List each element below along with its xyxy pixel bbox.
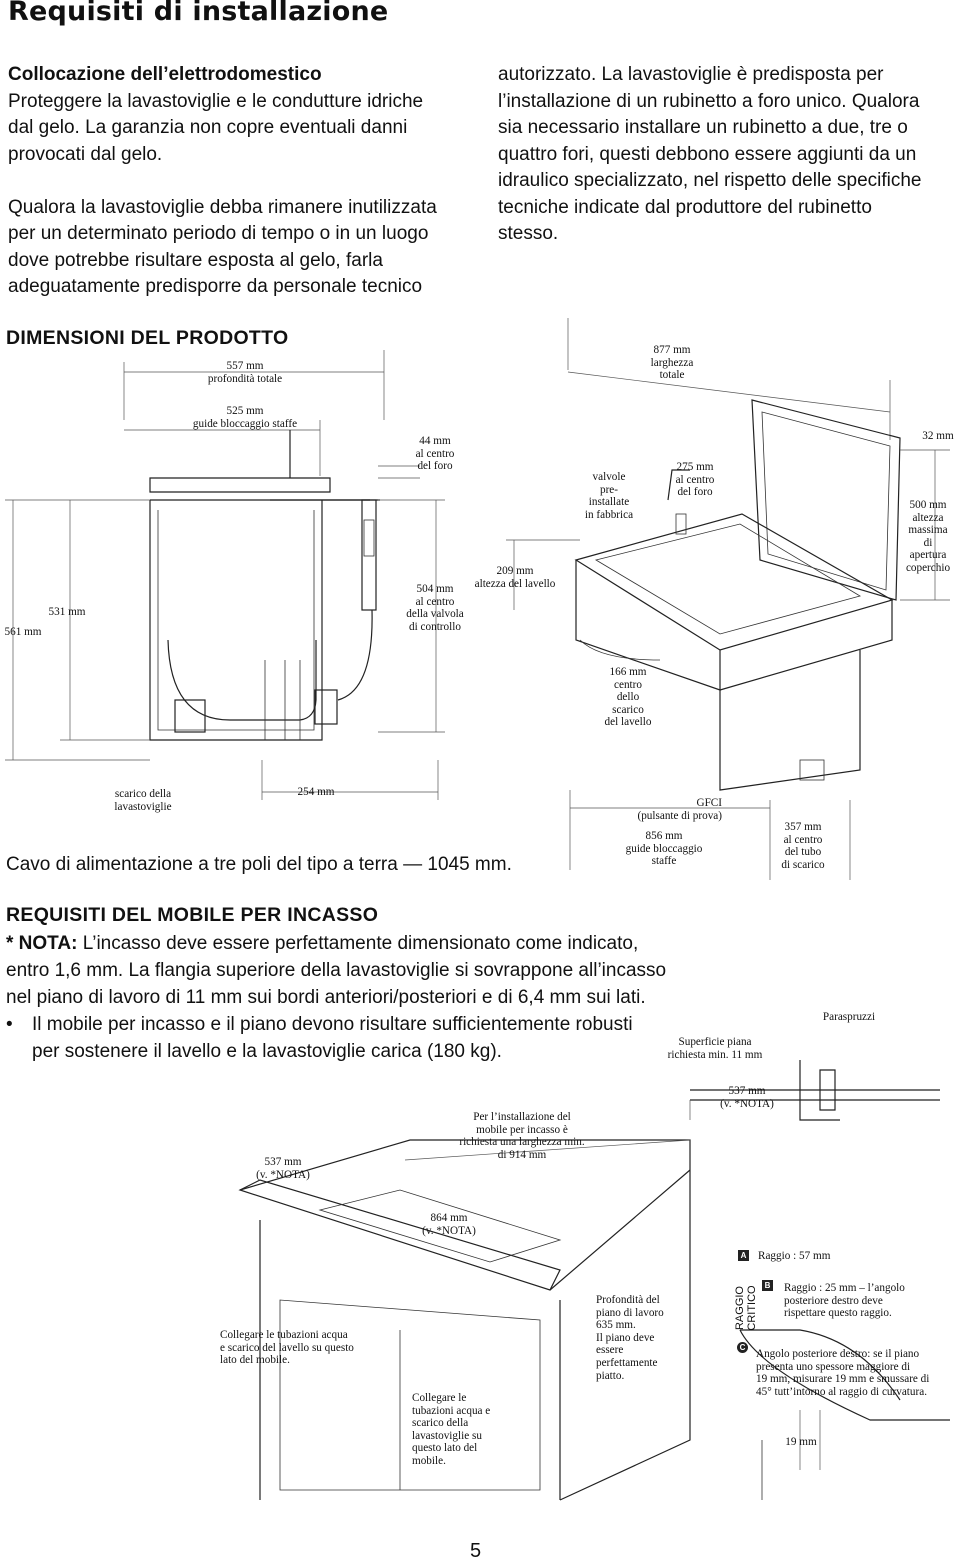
note-line-2: entro 1,6 mm. La flangia superiore della… (6, 960, 667, 981)
side-view-drawing (5, 350, 445, 800)
placement-left-line: provocati dal gelo. (8, 143, 163, 165)
marker-b: B (762, 1280, 773, 1291)
discharge-label: scarico della lavastoviglie (114, 788, 172, 813)
placement-right-line: sia necessario installare un rubinetto a… (498, 117, 908, 138)
pipe-357-label: 357 mm al centro del tubo di scarico (781, 821, 825, 871)
sink-height-209-label: 209 mm altezza del lavello (474, 565, 556, 590)
radius-57-label: Raggio : 57 mm (758, 1250, 831, 1262)
placement-right-line: autorizzato. La lavastoviglie è predispo… (498, 64, 884, 85)
placement-heading: Collocazione dell’elettrodomestico (8, 64, 322, 85)
valve-504-label: 504 mm al centro della valvola di contro… (406, 583, 464, 633)
placement-right-line: quattro fori, questi debbono essere aggi… (498, 143, 917, 165)
sink-pipes-label: Collegare le tubazioni acqua e scarico d… (220, 1329, 354, 1367)
gfci-label: GFCI (pulsante di prova) (637, 797, 722, 822)
placement-left-line: dove potrebbe risultare esposta al gelo,… (8, 249, 383, 271)
hole-275-label: 275 mm al centro del foro (675, 461, 715, 499)
placement-left-line: per un determinato periodo di tempo o in… (8, 223, 429, 244)
width-537-left-label: 537 mm (v. *NOTA) (256, 1156, 310, 1181)
placement-right-line: idraulico specializzato, nel rispetto de… (498, 170, 922, 191)
width-537-right-label: 537 mm (v. *NOTA) (720, 1085, 774, 1110)
width-32-label: 32 mm (922, 430, 954, 442)
cabinet-drawing (238, 1060, 950, 1501)
critical-radius-label: RAGGIO CRITICO (734, 1285, 758, 1331)
cabinet-heading: REQUISITI DEL MOBILE PER INCASSO (6, 904, 379, 926)
cabinet-note: * NOTA: L’incasso deve essere perfettame… (6, 930, 706, 1011)
placement-right-line: l’installazione di un rubinetto a foro u… (498, 90, 920, 112)
marker-c: C (737, 1342, 748, 1353)
placement-left-line: Qualora la lavastoviglie debba rimanere … (8, 196, 437, 218)
cable-note: Cavo di alimentazione a tre poli del tip… (6, 854, 512, 875)
placement-left-column: Collocazione dell’elettrodomestico Prote… (8, 62, 478, 301)
placement-right-text: autorizzato. La lavastoviglie è predispo… (498, 62, 958, 248)
note-line-3: nel piano di lavoro di 11 mm sui bordi a… (6, 987, 646, 1008)
guides-856-label: 856 mm guide bloccaggio staffe (625, 830, 703, 868)
rear-corner-label: Angolo posteriore destro: se il piano pr… (756, 1348, 930, 1398)
note-line-1: L’incasso deve essere perfettamente dime… (77, 933, 639, 954)
placement-right-line: tecniche indicate dal produttore del rub… (498, 196, 872, 218)
placement-right-column: autorizzato. La lavastoviglie è predispo… (498, 62, 958, 248)
width-877-label: 877 mm larghezza totale (650, 344, 694, 382)
width-864-label: 864 mm (v. *NOTA) (422, 1212, 476, 1237)
placement-left-line: adeguatamente predisporre da personale t… (8, 276, 423, 297)
hole-44-label: 44 mm al centro del foro (415, 435, 455, 473)
lid-500-label: 500 mm altezza massima di apertura coper… (905, 499, 951, 574)
height-531-label: 531 mm (48, 606, 86, 618)
depth-557-label: 557 mm profondità totale (207, 360, 283, 385)
height-561-label: 561 mm (4, 626, 42, 638)
splash-label: Paraspruzzi (822, 1011, 876, 1023)
depth-635-label: Profondità del piano di lavoro 635 mm. I… (596, 1294, 664, 1382)
bullet-line-2: per sostenere il lavello e la lavastovig… (32, 1041, 502, 1062)
width-914-label: Per l’installazione del mobile per incas… (459, 1111, 585, 1161)
placement-left-line: Proteggere la lavastoviglie e le condutt… (8, 90, 424, 112)
radius-19-label: 19 mm (785, 1436, 817, 1448)
surface-label: Superficie piana richiesta min. 11 mm (667, 1036, 763, 1061)
drain-166-label: 166 mm centro dello scarico del lavello (604, 666, 652, 729)
placement-right-line: stesso. (498, 223, 559, 244)
page-title: Requisiti di installazione (8, 0, 389, 27)
radius-25-label: Raggio : 25 mm – l’angolo posteriore des… (784, 1282, 905, 1320)
marker-a: A (738, 1250, 749, 1261)
page-number: 5 (470, 1540, 482, 1562)
note-prefix: * NOTA: (6, 933, 78, 954)
dw-pipes-label: Collegare le tubazioni acqua e scarico d… (412, 1392, 491, 1467)
valves-label: valvole pre- installate in fabbrica (584, 471, 634, 521)
placement-left-line: dal gelo. La garanzia non copre eventual… (8, 117, 408, 138)
bullet-icon: • (6, 1014, 13, 1035)
width-254-label: 254 mm (297, 786, 335, 798)
placement-left-text: Proteggere la lavastoviglie e le condutt… (8, 89, 478, 301)
guides-525-label: 525 mm guide bloccaggio staffe (192, 405, 298, 430)
bullet-line-1: Il mobile per incasso e il piano devono … (32, 1014, 633, 1035)
dimensions-heading: DIMENSIONI DEL PRODOTTO (6, 327, 289, 349)
cabinet-bullet: • Il mobile per incasso e il piano devon… (6, 1011, 686, 1065)
isometric-drawing (506, 318, 950, 880)
